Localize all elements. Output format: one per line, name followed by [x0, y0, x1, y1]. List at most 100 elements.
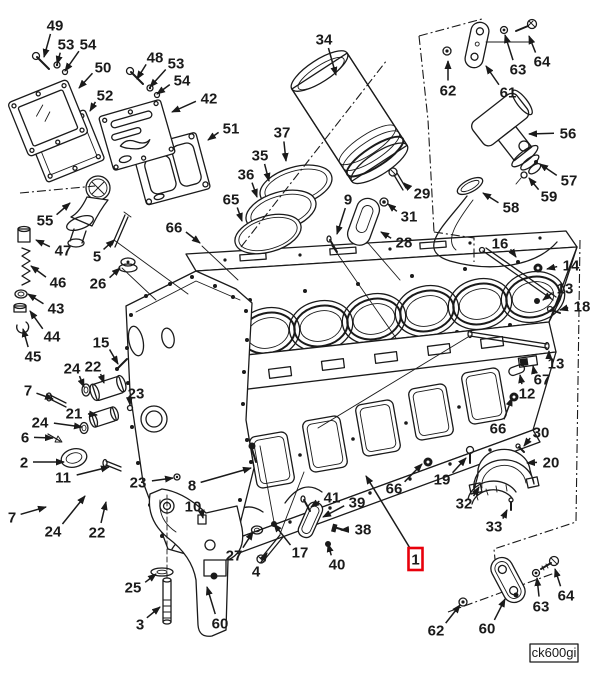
callout-13[interactable]: 13 [557, 281, 574, 298]
callout-57[interactable]: 57 [561, 173, 578, 190]
leader-line [542, 291, 554, 301]
callout-50[interactable]: 50 [95, 60, 112, 77]
callout-11[interactable]: 11 [55, 470, 71, 487]
callout-66[interactable]: 66 [490, 421, 507, 438]
callout-49[interactable]: 49 [47, 18, 64, 35]
callout-46[interactable]: 46 [50, 275, 67, 292]
callout-38[interactable]: 38 [355, 522, 372, 539]
leader-line [534, 577, 542, 597]
callout-65[interactable]: 65 [223, 192, 240, 209]
callout-3[interactable]: 3 [136, 617, 144, 634]
callout-36[interactable]: 36 [238, 167, 255, 184]
callout-42[interactable]: 42 [201, 91, 218, 108]
callout-7[interactable]: 7 [8, 510, 16, 527]
callout-61[interactable]: 61 [500, 85, 517, 102]
callout-16[interactable]: 16 [492, 236, 509, 253]
callout-47[interactable]: 47 [55, 243, 72, 260]
callout-25[interactable]: 25 [125, 580, 142, 597]
callout-62[interactable]: 62 [428, 623, 445, 640]
callout-5[interactable]: 5 [93, 249, 101, 266]
callout-54[interactable]: 54 [174, 73, 191, 90]
callout-58[interactable]: 58 [503, 200, 520, 217]
water-outlet-56-group [433, 89, 558, 268]
callout-66[interactable]: 66 [166, 220, 183, 237]
leader-line [326, 543, 334, 556]
leader-line [508, 248, 517, 258]
leader-line [103, 239, 115, 251]
leader-line [504, 34, 514, 61]
callout-30[interactable]: 30 [533, 425, 550, 442]
callout-39[interactable]: 39 [349, 495, 366, 512]
callout-67[interactable]: 67 [534, 372, 551, 389]
callout-15[interactable]: 15 [93, 335, 110, 352]
highlight-box[interactable] [407, 546, 424, 572]
callout-64[interactable]: 64 [534, 54, 551, 71]
leader-line [242, 531, 254, 549]
leader-line [387, 203, 398, 212]
callout-24[interactable]: 24 [45, 524, 62, 541]
callout-63[interactable]: 63 [533, 599, 550, 616]
callout-44[interactable]: 44 [44, 329, 61, 346]
callout-4[interactable]: 4 [252, 564, 261, 581]
callout-60[interactable]: 60 [479, 621, 496, 638]
leader-line [185, 231, 201, 244]
callout-24[interactable]: 24 [64, 361, 81, 378]
callout-28[interactable]: 28 [396, 235, 413, 252]
callout-12[interactable]: 12 [519, 386, 536, 403]
callout-66[interactable]: 66 [386, 481, 403, 498]
callout-13[interactable]: 13 [548, 356, 565, 373]
callout-17[interactable]: 17 [292, 545, 309, 562]
callout-54[interactable]: 54 [80, 37, 97, 54]
callout-9[interactable]: 9 [344, 192, 352, 209]
callout-48[interactable]: 48 [147, 50, 164, 67]
callout-43[interactable]: 43 [48, 301, 65, 318]
callout-18[interactable]: 18 [574, 299, 591, 316]
callout-21[interactable]: 21 [66, 406, 83, 423]
callout-52[interactable]: 52 [97, 88, 114, 105]
callout-53[interactable]: 53 [168, 56, 185, 73]
callout-64[interactable]: 64 [558, 588, 575, 605]
callout-45[interactable]: 45 [25, 349, 42, 366]
callout-51[interactable]: 51 [223, 121, 240, 138]
callout-62[interactable]: 62 [440, 83, 457, 100]
callout-27[interactable]: 27 [226, 548, 243, 565]
leader-line [403, 182, 413, 192]
callout-8[interactable]: 8 [188, 478, 196, 495]
callout-1-highlighted[interactable]: 1 [411, 552, 419, 569]
callout-63[interactable]: 63 [510, 62, 527, 79]
callout-20[interactable]: 20 [543, 455, 560, 472]
callout-2[interactable]: 2 [20, 455, 28, 472]
leader-line [53, 422, 83, 430]
callout-59[interactable]: 59 [541, 189, 558, 206]
callout-19[interactable]: 19 [434, 472, 451, 489]
callout-23[interactable]: 23 [130, 475, 147, 492]
callout-34[interactable]: 34 [316, 32, 333, 49]
assembly-centerline [240, 59, 388, 248]
leader-line [61, 495, 86, 525]
callout-41[interactable]: 41 [324, 490, 341, 507]
callout-14[interactable]: 14 [563, 258, 580, 275]
callout-33[interactable]: 33 [486, 519, 503, 536]
callout-10[interactable]: 10 [185, 499, 202, 516]
callout-29[interactable]: 29 [414, 186, 431, 203]
callout-23[interactable]: 23 [128, 386, 145, 403]
leader-line [27, 293, 44, 305]
leader-line [156, 84, 171, 95]
callout-35[interactable]: 35 [252, 148, 269, 165]
callout-56[interactable]: 56 [560, 126, 577, 143]
rear-bracket-group [447, 239, 581, 613]
callout-22[interactable]: 22 [85, 359, 102, 376]
callout-55[interactable]: 55 [37, 213, 54, 230]
callout-37[interactable]: 37 [274, 125, 291, 142]
callout-7[interactable]: 7 [24, 383, 32, 400]
callout-6[interactable]: 6 [21, 430, 29, 447]
callout-26[interactable]: 26 [90, 276, 107, 293]
callout-31[interactable]: 31 [401, 209, 418, 226]
callout-60[interactable]: 60 [212, 616, 229, 633]
leader-line [36, 392, 54, 400]
callout-24[interactable]: 24 [32, 415, 49, 432]
callout-32[interactable]: 32 [456, 496, 473, 513]
callout-40[interactable]: 40 [329, 557, 346, 574]
callout-53[interactable]: 53 [58, 37, 75, 54]
callout-22[interactable]: 22 [89, 525, 106, 542]
